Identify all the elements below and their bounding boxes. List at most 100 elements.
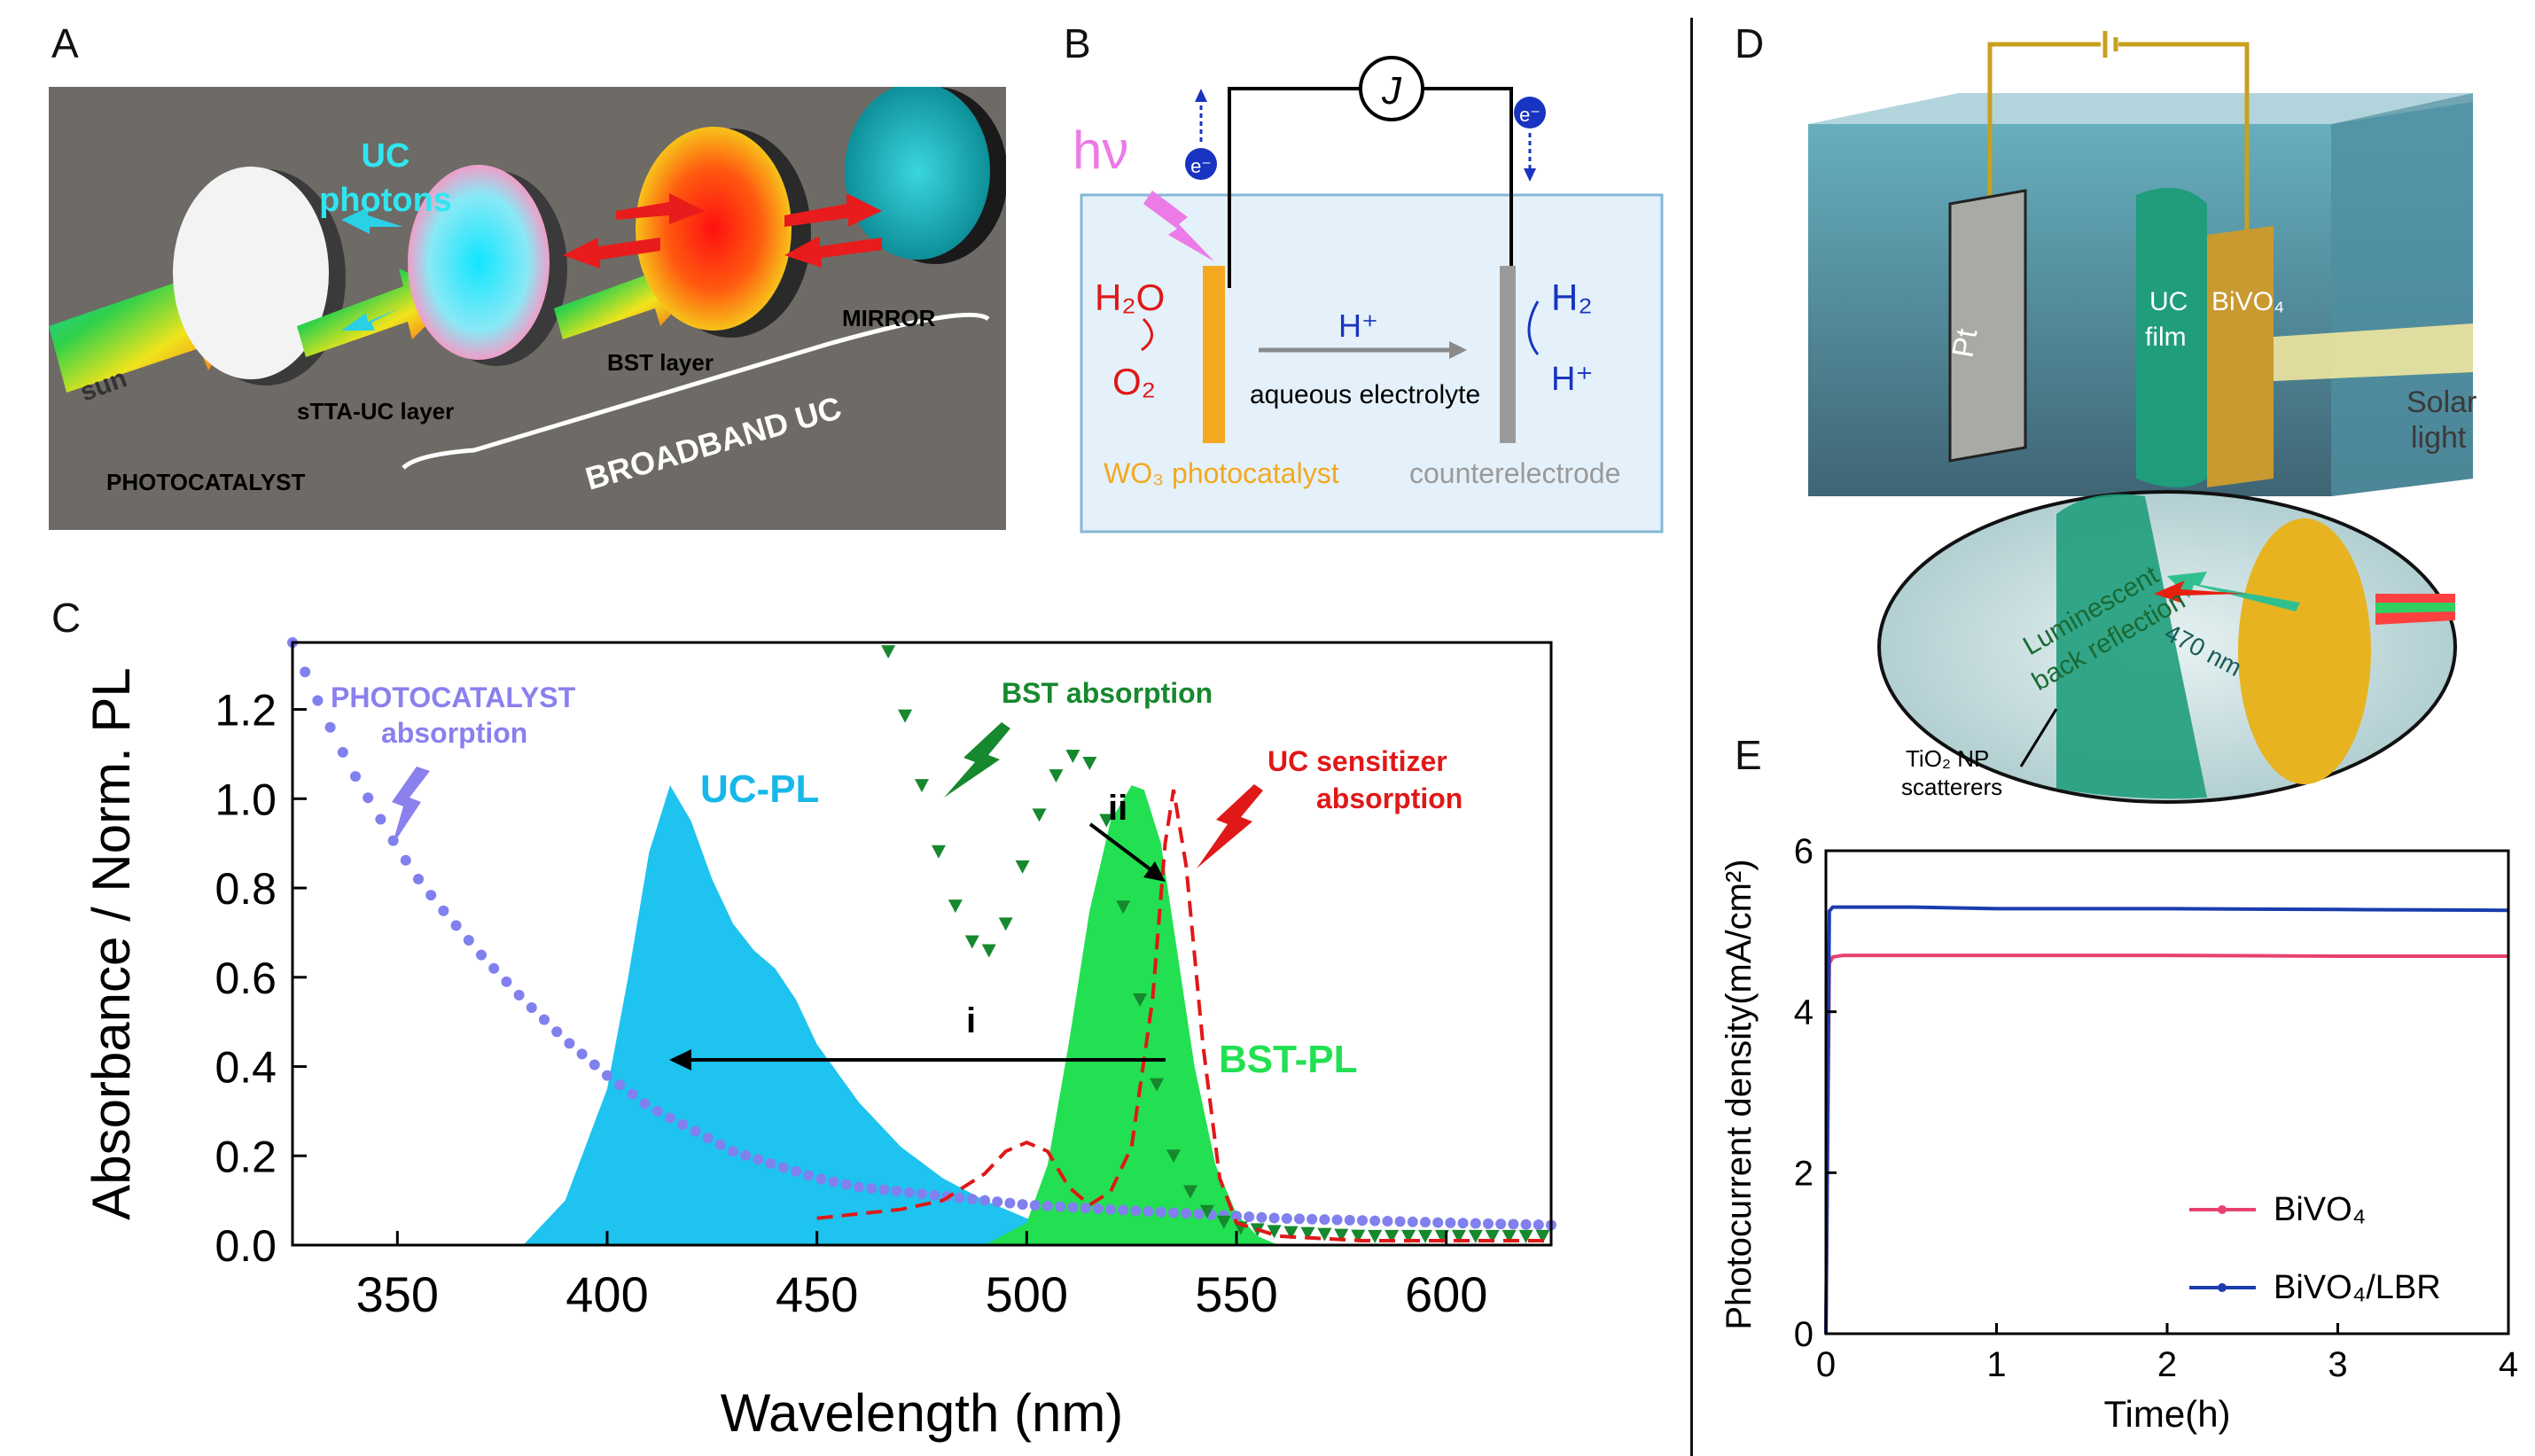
photocatalyst-point: [1168, 1207, 1179, 1219]
vertical-divider: [1690, 18, 1693, 1456]
bst-abs-point: [1317, 1227, 1332, 1242]
red-arrow-right: [616, 193, 705, 224]
panel-label-d: D: [1735, 20, 1765, 66]
reflection-arrow: [2167, 572, 2300, 611]
photocatalyst-point: [916, 1188, 927, 1200]
photocatalyst-point: [363, 792, 374, 804]
bst-abs-point: [1468, 1229, 1483, 1243]
photocatalyst-point: [815, 1173, 827, 1185]
arrow-ii: [1088, 822, 1157, 875]
photocatalyst-point: [1457, 1218, 1469, 1229]
photocatalyst-point: [1268, 1212, 1280, 1224]
bst-abs-point: [1485, 1229, 1500, 1243]
circuit-wire: [1987, 42, 2250, 248]
bst-abs-point: [898, 709, 913, 723]
photocatalyst-point: [639, 1098, 651, 1110]
photocatalyst-point: [1319, 1214, 1330, 1226]
photocatalyst-point: [777, 1162, 789, 1173]
panel-label-c: C: [51, 595, 82, 641]
y-tick-label: 0.6: [214, 954, 277, 1003]
photocatalyst-point: [564, 1038, 575, 1049]
uc-film-label-1: UC: [2149, 287, 2188, 316]
o2-label: O₂: [1112, 361, 1156, 402]
uc-film-label-2: film: [2145, 323, 2187, 352]
electron-right-label: e⁻: [1519, 104, 1540, 126]
photocatalyst-point: [1130, 1205, 1142, 1217]
electron-left: [1185, 148, 1217, 180]
panel-b-schematic: J e⁻ e⁻ hν H₂O O₂ H⁺ aqueous electrolyte…: [1072, 56, 1664, 533]
panel-label-b: B: [1064, 20, 1091, 66]
bivo4-electrode: [2207, 226, 2274, 487]
panel-d-illustration: Pt UC film BiVO₄ Solar light Luminescent…: [1808, 31, 2476, 804]
bst-abs-point: [1283, 1226, 1299, 1240]
panel-a-schematic: UC photons sun PHOTOCATALYST sTTA-UC lay…: [49, 87, 1006, 530]
sttauc-layer-label: sTTA-UC layer: [297, 398, 454, 424]
h2-label: H₂: [1551, 276, 1593, 318]
photocatalyst-point: [966, 1194, 978, 1205]
bst-layer-disc: [636, 127, 792, 331]
rainbow-beam-green: [2375, 603, 2455, 613]
bst-abs-point: [1182, 1185, 1197, 1199]
bst-abs-point: [1535, 1229, 1550, 1243]
solar-label-1: Solar: [2406, 385, 2476, 419]
photocatalyst-point: [1369, 1215, 1381, 1226]
arrow-i-head: [669, 1049, 691, 1071]
photocatalyst-point: [1281, 1213, 1292, 1225]
photocatalyst-point: [702, 1133, 714, 1144]
hv-label: hν: [1072, 121, 1128, 180]
photocatalyst-point: [337, 746, 348, 758]
series-bst-pl: [985, 785, 1279, 1245]
panel-c-xlabel: Wavelength (nm): [721, 1383, 1124, 1443]
h-plus-top-label: H⁺: [1338, 308, 1378, 344]
photocatalyst-point: [1105, 1203, 1116, 1215]
mirror-disc: [845, 87, 990, 260]
photocatalyst-point: [1357, 1215, 1368, 1226]
photocatalyst-point: [1067, 1202, 1079, 1213]
uc-layer-disc: [408, 165, 550, 360]
y-tick-label: 0: [1794, 1315, 1814, 1354]
y-tick-label: 0.0: [214, 1221, 277, 1271]
photocatalyst-point: [1118, 1204, 1129, 1216]
photocatalyst-point: [1080, 1203, 1091, 1214]
photocatalyst-point: [1344, 1214, 1355, 1226]
photocatalyst-point: [677, 1119, 689, 1130]
tio2-pointer: [2019, 708, 2058, 767]
photocatalyst-point: [714, 1139, 726, 1150]
bst-abs-point: [1150, 1078, 1165, 1092]
uc-sens-bolt: [1197, 784, 1263, 868]
light-bolt: [1143, 191, 1214, 261]
photocatalyst-point: [1470, 1218, 1481, 1229]
x-tick-label: 3: [2328, 1345, 2347, 1384]
photocatalyst-point: [438, 905, 449, 916]
tio2-label-1: TiO₂ NP: [1906, 745, 1989, 772]
photocatalyst-point: [765, 1157, 776, 1169]
photocatalyst-point: [854, 1181, 864, 1193]
bst-abs-point: [1082, 757, 1097, 770]
series-uc-sensitizer: [816, 789, 1551, 1242]
photocatalyst-point: [753, 1154, 764, 1165]
photocatalyst-label: PHOTOCATALYST: [106, 469, 306, 495]
y-tick-label: 4: [1794, 993, 1814, 1032]
photocatalyst-point: [526, 1002, 537, 1014]
photocatalyst-point: [324, 721, 336, 733]
bst-abs-point: [1384, 1229, 1400, 1243]
photocatalyst-point: [425, 890, 437, 901]
broadband-bracket: [402, 312, 990, 470]
y-tick-label: 0.8: [214, 864, 277, 914]
bst-abs-point: [931, 845, 946, 859]
uc-pl-label: UC-PL: [700, 767, 819, 811]
photocatalyst-point: [1029, 1200, 1041, 1211]
photocatalyst-point: [1042, 1200, 1053, 1211]
wire-left: [1228, 87, 1361, 288]
bst-abs-point: [1267, 1225, 1282, 1239]
photocatalyst-point: [803, 1170, 815, 1181]
photocatalyst-point: [1143, 1205, 1154, 1217]
photocatalyst-point: [1193, 1208, 1205, 1219]
panel-c-frame: [291, 641, 1553, 1247]
photocatalyst-point: [840, 1179, 852, 1190]
bst-abs-point: [1116, 900, 1131, 915]
x-tick-label: 1: [1986, 1345, 2006, 1384]
photocatalyst-point: [350, 771, 361, 783]
photocatalyst-point: [740, 1149, 752, 1161]
